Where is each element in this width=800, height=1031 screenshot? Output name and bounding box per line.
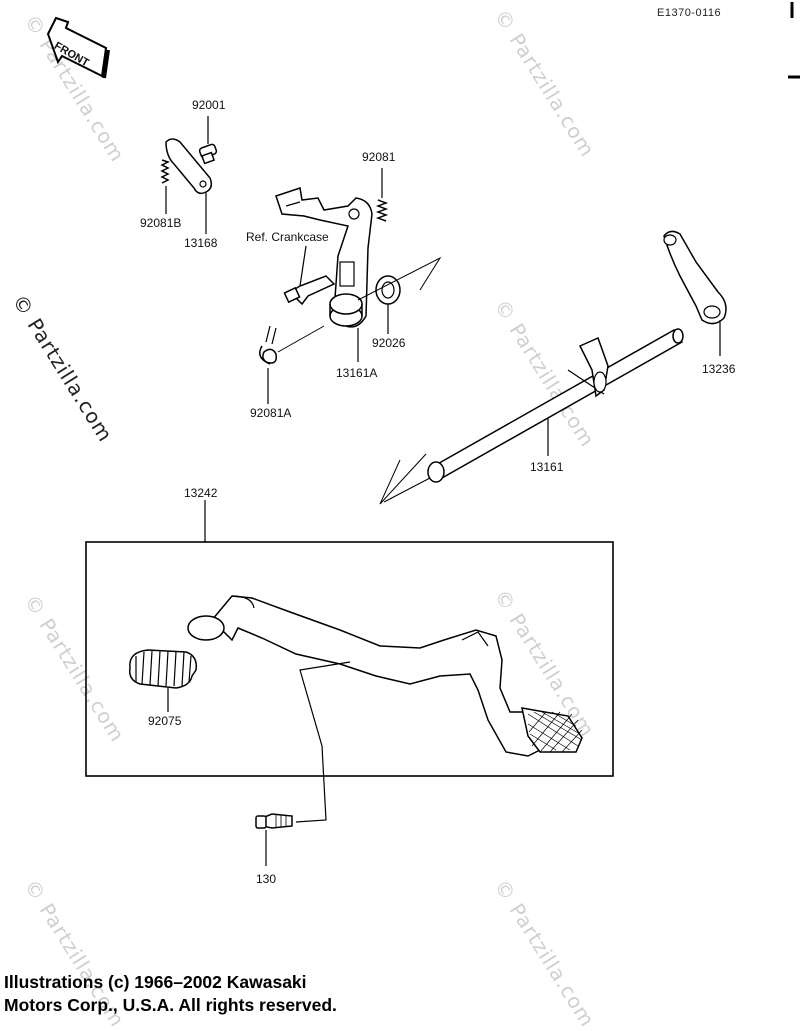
shift-shaft-13161 — [427, 328, 684, 483]
spring-92081 — [375, 199, 389, 222]
copyright-line-2: Motors Corp., U.S.A. All rights reserved… — [4, 995, 337, 1015]
bolt-92001 — [198, 143, 218, 165]
shift-pedal-13242 — [187, 595, 583, 757]
bolt-130 — [255, 813, 293, 829]
arm-13236 — [663, 230, 727, 325]
part-label-92081: 92081 — [362, 150, 396, 164]
pedal-assembly-box — [85, 541, 614, 777]
shift-arm-13161A — [275, 187, 373, 328]
part-label-13161A: 13161A — [336, 366, 378, 380]
part-label-92026: 92026 — [372, 336, 406, 350]
part-label-92075: 92075 — [148, 714, 182, 728]
front-arrow-icon — [46, 16, 110, 79]
part-label-92001: 92001 — [192, 98, 226, 112]
part-label-130: 130 — [256, 872, 277, 886]
stud-ref-crankcase — [283, 275, 336, 306]
part-label-92081A: 92081A — [250, 406, 292, 420]
part-label-92081B: 92081B — [140, 216, 182, 230]
part-label-ref-crankcase: Ref. Crankcase — [246, 230, 329, 244]
part-label-13242: 13242 — [184, 486, 218, 500]
copyright-line-1: Illustrations (c) 1966–2002 Kawasaki — [4, 972, 307, 992]
copyright-notice: Illustrations (c) 1966–2002 Kawasaki Mot… — [4, 971, 337, 1017]
diagram-code: E1370-0116 — [657, 7, 722, 19]
pedal-rubber-92075 — [128, 649, 198, 689]
spring-92081A — [259, 325, 278, 365]
part-label-13161: 13161 — [530, 460, 564, 474]
spring-92081B — [160, 159, 170, 184]
part-label-13168: 13168 — [184, 236, 218, 250]
part-label-13236: 13236 — [702, 362, 736, 376]
